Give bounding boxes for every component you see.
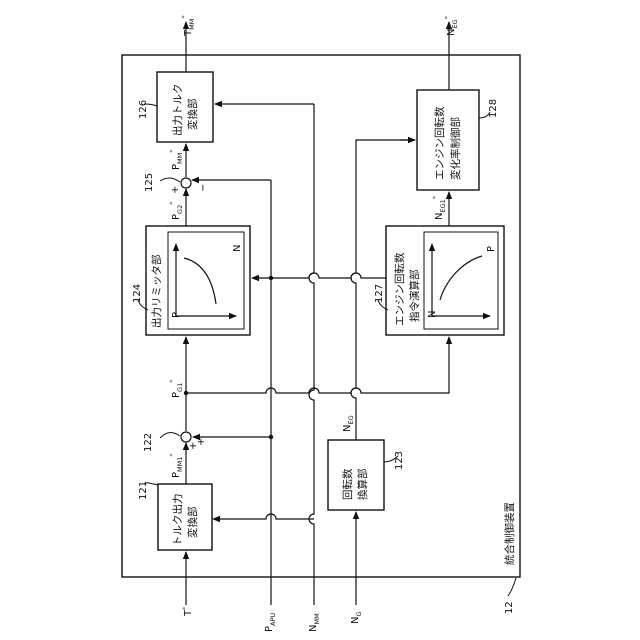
junction-125-ref-leader [160, 178, 180, 182]
junction-125-ref: 125 [144, 173, 155, 192]
line-p-g1 [186, 337, 449, 393]
svg-text:NEG1*: NEG1* [431, 195, 447, 220]
block-121-line2: 変換部 [186, 507, 199, 539]
block-128-line2: 変化率制御部 [449, 117, 462, 180]
device-ref-leader [508, 578, 516, 596]
node-127-feedback [269, 276, 273, 280]
label-n-eg1: NEG1* [431, 195, 447, 220]
block-127-ref: 127 [374, 284, 385, 303]
arrow-to-121 [212, 516, 220, 522]
label-n-mm: NMM [308, 613, 321, 632]
label-p-mm: PMM* [168, 149, 184, 170]
block-123-ref: 123 [394, 451, 405, 470]
block-127-line2: 指令演算部 [408, 270, 421, 323]
line-n-mm [309, 104, 314, 605]
block-124-axis-n-label: N [232, 245, 243, 252]
block-128-ref: 128 [488, 99, 499, 118]
svg-text:PMM1*: PMM1* [168, 453, 184, 478]
svg-text:NMM: NMM [308, 613, 321, 632]
svg-text:PG1*: PG1* [168, 379, 184, 398]
block-127-line1: エンジン回転数 [393, 252, 406, 326]
block-121 [158, 484, 212, 550]
label-t-input: T* [181, 606, 194, 617]
block-123-line2: 換算部 [356, 469, 369, 501]
label-p-g2: PG2* [168, 201, 184, 220]
junction-125 [181, 178, 191, 188]
block-123 [328, 440, 384, 510]
block-124-title: 出力リミッタ部 [150, 255, 163, 329]
block-128 [417, 90, 479, 190]
label-n-eg-out: NEG* [443, 15, 459, 36]
label-t-mm: TMM* [180, 15, 196, 37]
block-127-axis-n-label: N [427, 311, 438, 318]
junction-125-minus: − [198, 184, 209, 192]
node-p-apu [269, 435, 273, 439]
block-124-axis-p-label: P [171, 312, 182, 318]
junction-125-plus: + [170, 186, 181, 194]
block-121-ref: 121 [138, 481, 149, 500]
junction-122-plus2: + [196, 438, 207, 446]
block-126-line2: 変換部 [186, 99, 199, 131]
block-123-line1: 回転数 [341, 468, 354, 500]
arrow-to-127 [446, 336, 452, 344]
label-p-g1: PG1* [168, 379, 184, 398]
device-ref: 12 [504, 601, 515, 614]
svg-text:PG2*: PG2* [168, 201, 184, 220]
block-126-line1: 出力トルク [171, 84, 184, 137]
svg-text:NEG*: NEG* [443, 15, 459, 36]
svg-text:PAPU: PAPU [264, 613, 277, 632]
block-128-line1: エンジン回転数 [433, 106, 446, 180]
junction-122-ref-leader [160, 433, 180, 439]
label-p-mm1: PMM1* [168, 453, 184, 478]
junction-122 [181, 432, 191, 442]
block-124-ref: 124 [132, 284, 143, 303]
block-126-ref: 126 [138, 100, 149, 119]
svg-text:T*: T* [181, 606, 194, 617]
line-n-mm-to-121 [214, 514, 314, 519]
label-n-eg: NEG [342, 415, 355, 432]
label-n-g: NG [350, 611, 363, 624]
svg-text:NG: NG [350, 611, 363, 624]
svg-text:PMM*: PMM* [168, 149, 184, 170]
block-126 [157, 72, 213, 142]
svg-text:TMM*: TMM* [180, 15, 196, 37]
junction-122-ref: 122 [143, 433, 154, 452]
svg-text:NEG: NEG [342, 415, 355, 432]
arrow-to-124 [251, 275, 259, 281]
device-label: 統合制御装置 [503, 502, 516, 565]
block-127-axis-p-label: P [486, 246, 497, 252]
label-p-apu: PAPU [264, 613, 277, 632]
block-121-line1: トルク出力 [171, 494, 184, 547]
